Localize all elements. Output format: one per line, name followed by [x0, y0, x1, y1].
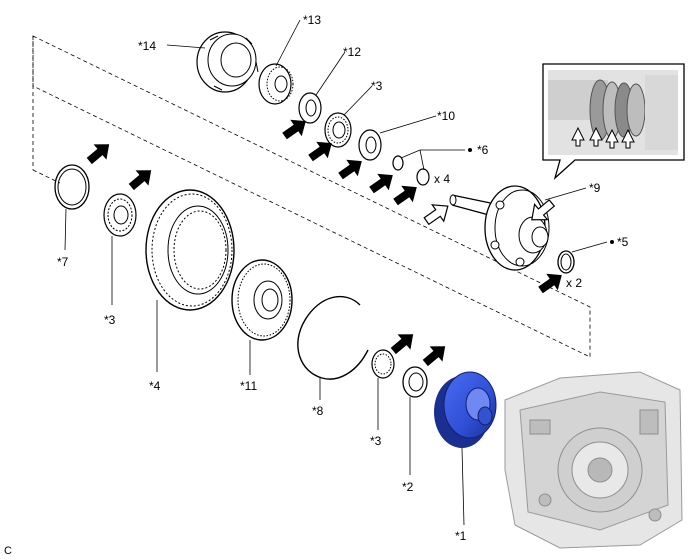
outlined-arrow-shaft — [423, 204, 449, 226]
transaxle-housing — [504, 371, 683, 549]
part-1-highlighted — [434, 371, 497, 448]
part-13 — [258, 63, 294, 105]
part-7-snap-ring-inner — [57, 168, 87, 206]
part-10-washer — [358, 129, 382, 161]
callout-labels: *14 *13 *12 *3 *10 *6 x 4 *9 *5 x 2 *7 *… — [4, 13, 629, 557]
callout-9: *9 — [589, 181, 601, 195]
callout-6: *6 — [477, 143, 489, 157]
leader-lines — [64, 19, 608, 526]
qty-5: x 2 — [566, 276, 582, 290]
part-3-bearing-top — [324, 112, 352, 148]
note-dot-6 — [468, 148, 472, 152]
part-6-ring-b — [416, 168, 430, 186]
outlined-arrow-9 — [531, 199, 556, 221]
part-3-bearing-bottom — [371, 349, 395, 379]
callout-3-bottom: *3 — [370, 434, 382, 448]
arrow-5 — [538, 273, 562, 294]
arrow-3top — [308, 141, 332, 162]
part-11-gear — [231, 259, 293, 341]
callout-14: *14 — [138, 39, 156, 53]
part-6-ring-a — [392, 155, 404, 171]
part-9-carrier — [449, 185, 550, 271]
part-2-washer — [402, 366, 428, 398]
callout-5: *5 — [617, 235, 629, 249]
part-12-washer-inner — [305, 99, 317, 117]
part-12-washer — [298, 92, 322, 124]
arrow-10 — [338, 159, 362, 180]
callout-11: *11 — [240, 379, 257, 393]
callout-13: *13 — [303, 13, 321, 27]
figure-code: C — [4, 545, 12, 557]
part-3-bearing-left — [103, 193, 137, 237]
callout-7: *7 — [57, 255, 69, 269]
callout-12: *12 — [343, 45, 361, 59]
part-2-washer-inner — [408, 372, 424, 392]
detail-inset — [542, 63, 685, 180]
part-10-washer-inner — [365, 136, 377, 154]
callout-3-left: *3 — [104, 313, 116, 327]
assembly-boundary — [32, 35, 591, 358]
black-arrows — [86, 119, 562, 367]
callout-8: *8 — [312, 404, 324, 418]
part-8-wire-ring — [297, 295, 369, 380]
arrow-7 — [86, 144, 110, 165]
callout-2: *2 — [402, 480, 414, 494]
arrow-6b — [393, 185, 417, 206]
callout-1: *1 — [455, 529, 467, 543]
note-dot-5 — [610, 240, 614, 244]
part-14 — [196, 31, 259, 93]
part-4-ring-gear — [145, 189, 235, 311]
arrow-3bottom — [390, 334, 414, 355]
callout-3-top: *3 — [371, 79, 383, 93]
arrow-6a — [369, 173, 393, 194]
callout-10: *10 — [437, 109, 455, 123]
arrow-2 — [422, 346, 446, 367]
callout-4: *4 — [149, 379, 161, 393]
part-7-snap-ring — [54, 164, 90, 210]
part-5-ring — [557, 250, 575, 274]
arrow-14 — [282, 119, 306, 140]
part-5-ring-inner — [560, 253, 572, 271]
qty-6: x 4 — [434, 172, 450, 186]
arrow-3left — [128, 170, 152, 191]
